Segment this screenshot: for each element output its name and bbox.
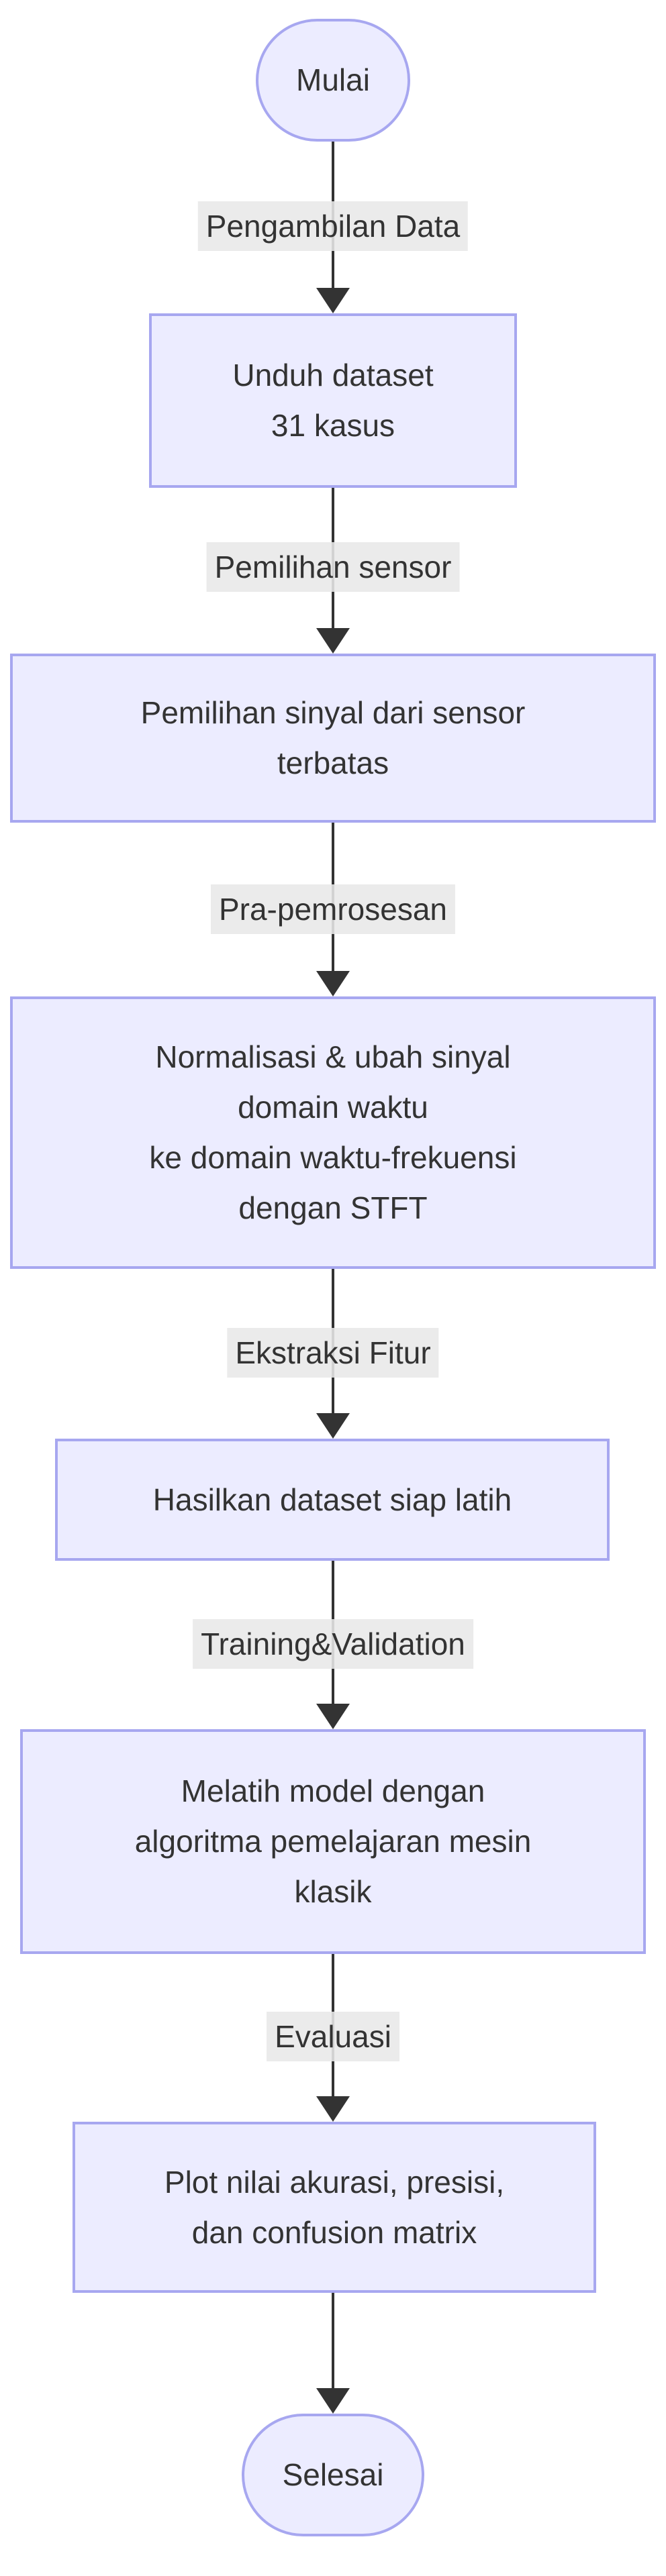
edge-label-training-validation: Training&Validation bbox=[193, 1619, 473, 1669]
edge-label-evaluasi: Evaluasi bbox=[267, 2012, 399, 2061]
edge-label-pra-pemrosesan: Pra-pemrosesan bbox=[210, 884, 456, 934]
node-start: Mulai bbox=[256, 19, 410, 142]
arrowhead-down-icon bbox=[316, 971, 350, 996]
arrowhead-down-icon bbox=[316, 288, 350, 313]
arrowhead-down-icon bbox=[316, 2096, 350, 2122]
arrowhead-down-icon bbox=[316, 2388, 350, 2414]
arrowhead-down-icon bbox=[316, 1704, 350, 1729]
node-normalisasi-stft: Normalisasi & ubah sinyal domain waktu k… bbox=[10, 996, 656, 1269]
node-pemilihan-sinyal: Pemilihan sinyal dari sensor terbatas bbox=[10, 654, 656, 823]
arrowhead-down-icon bbox=[316, 628, 350, 654]
edge-label-pemilihan-sensor: Pemilihan sensor bbox=[206, 542, 460, 592]
node-hasilkan-dataset: Hasilkan dataset siap latih bbox=[55, 1439, 610, 1561]
edge-label-pengambilan-data: Pengambilan Data bbox=[197, 201, 469, 251]
edge-label-ekstraksi-fitur: Ekstraksi Fitur bbox=[227, 1328, 439, 1378]
edge-line bbox=[332, 2293, 334, 2388]
node-plot-evaluasi: Plot nilai akurasi, presisi, dan confusi… bbox=[73, 2122, 596, 2293]
node-unduh-dataset: Unduh dataset 31 kasus bbox=[149, 313, 517, 488]
node-melatih-model: Melatih model dengan algoritma pemelajar… bbox=[20, 1729, 646, 1954]
arrowhead-down-icon bbox=[316, 1413, 350, 1439]
node-end: Selesai bbox=[242, 2414, 424, 2536]
